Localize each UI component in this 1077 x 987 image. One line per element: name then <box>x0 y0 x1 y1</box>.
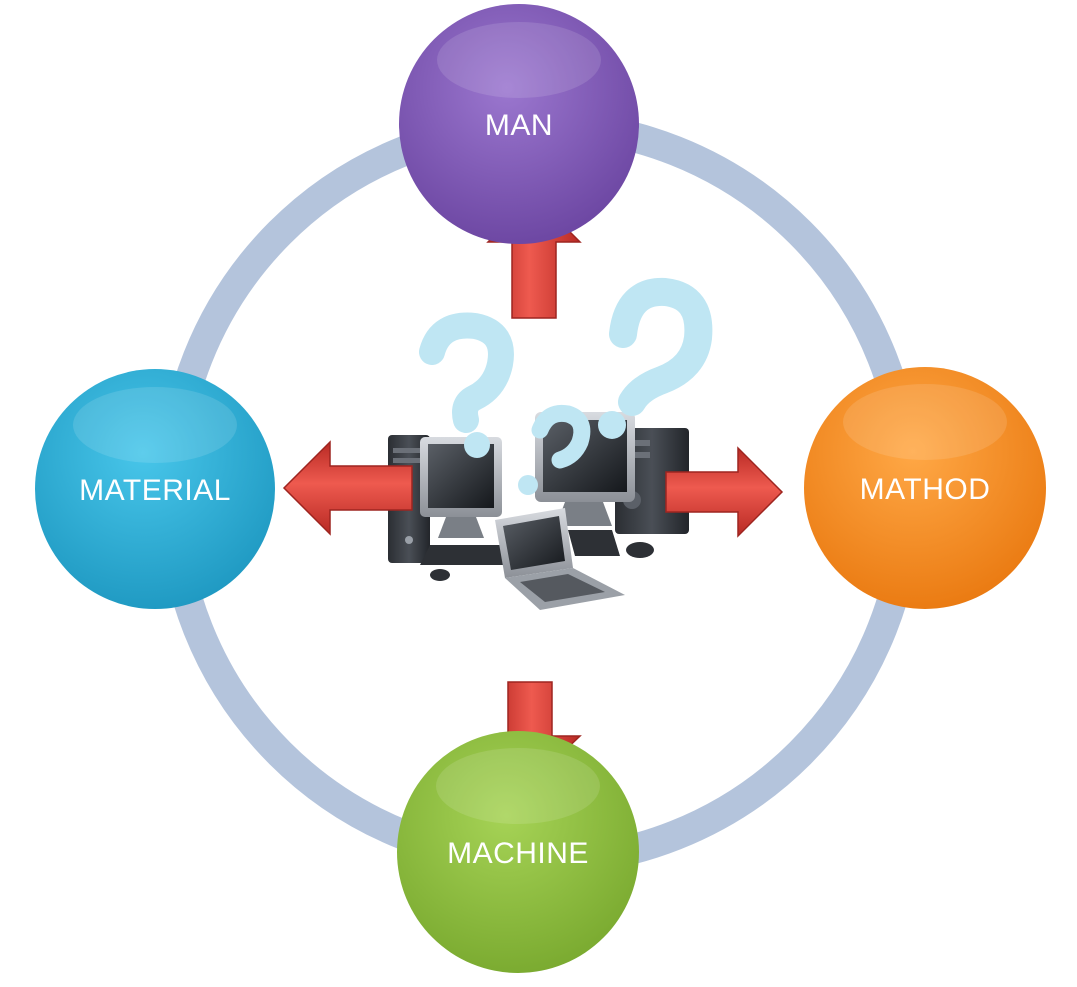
computers-icon <box>388 412 689 610</box>
node-material: MATERIAL <box>35 369 275 609</box>
node-method: MATHOD <box>804 367 1046 609</box>
node-machine-label: MACHINE <box>447 837 589 870</box>
arrow-right-icon <box>665 446 784 538</box>
arrow-left-icon <box>282 440 413 536</box>
node-man-label: MAN <box>485 109 553 142</box>
node-material-label: MATERIAL <box>79 474 231 507</box>
node-machine: MACHINE <box>397 731 639 973</box>
question-mark-icons <box>419 277 713 495</box>
node-man: MAN <box>399 4 639 244</box>
node-method-label: MATHOD <box>860 473 991 506</box>
